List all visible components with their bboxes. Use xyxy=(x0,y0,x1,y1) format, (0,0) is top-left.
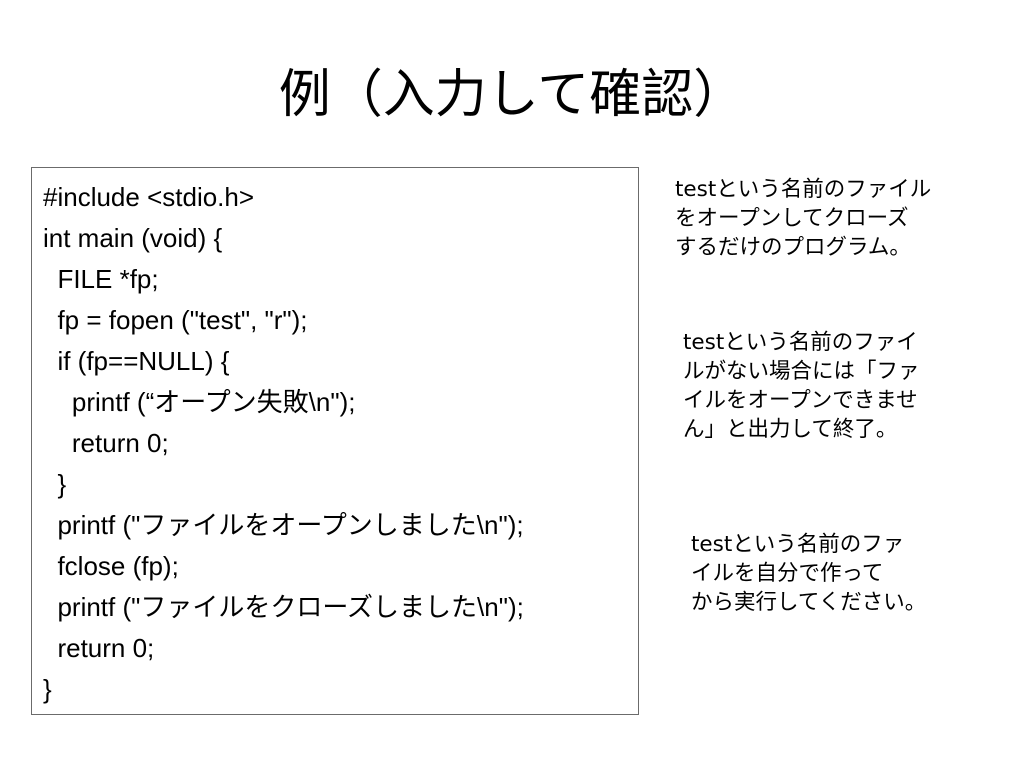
code-line: fp = fopen ("test", "r"); xyxy=(43,305,308,335)
note-line: testという名前のファイ xyxy=(683,330,918,355)
note-line: testという名前のファ xyxy=(691,532,905,557)
code-line: printf ("ファイルをオープンしました\n"); xyxy=(43,510,524,540)
code-line: FILE *fp; xyxy=(43,264,159,294)
code-box: #include <stdio.h> int main (void) { FIL… xyxy=(31,167,639,715)
code-line: #include <stdio.h> xyxy=(43,182,255,212)
code-line: } xyxy=(43,674,52,704)
code-listing: #include <stdio.h> int main (void) { FIL… xyxy=(43,177,524,710)
slide-title: 例（入力して確認） xyxy=(278,65,746,125)
code-line: int main (void) { xyxy=(43,223,223,253)
note-line: をオープンしてクローズ xyxy=(675,206,909,231)
code-line: fclose (fp); xyxy=(43,551,179,581)
code-line: if (fp==NULL) { xyxy=(43,346,230,376)
note-line: から実行してください。 xyxy=(691,590,927,615)
note-program-description: testという名前のファイル をオープンしてクローズ するだけのプログラム。 xyxy=(675,175,931,262)
note-line: ん」と出力して終了。 xyxy=(683,417,898,442)
note-missing-file: testという名前のファイ ルがない場合には「ファ イルをオープンできませ ん」… xyxy=(683,328,920,444)
code-line: printf ("ファイルをクローズしました\n"); xyxy=(43,592,524,622)
note-line: イルをオープンできませ xyxy=(683,388,918,413)
note-line: イルを自分で作って xyxy=(691,561,884,586)
note-line: するだけのプログラム。 xyxy=(675,235,911,260)
note-line: ルがない場合には「ファ xyxy=(683,359,920,384)
note-create-file: testという名前のファ イルを自分で作って から実行してください。 xyxy=(691,530,926,617)
code-line: return 0; xyxy=(43,428,169,458)
code-line: printf (“オープン失敗\n"); xyxy=(43,387,356,417)
note-line: testという名前のファイル xyxy=(675,177,932,202)
code-line: } xyxy=(43,469,67,499)
code-line: return 0; xyxy=(43,633,155,663)
